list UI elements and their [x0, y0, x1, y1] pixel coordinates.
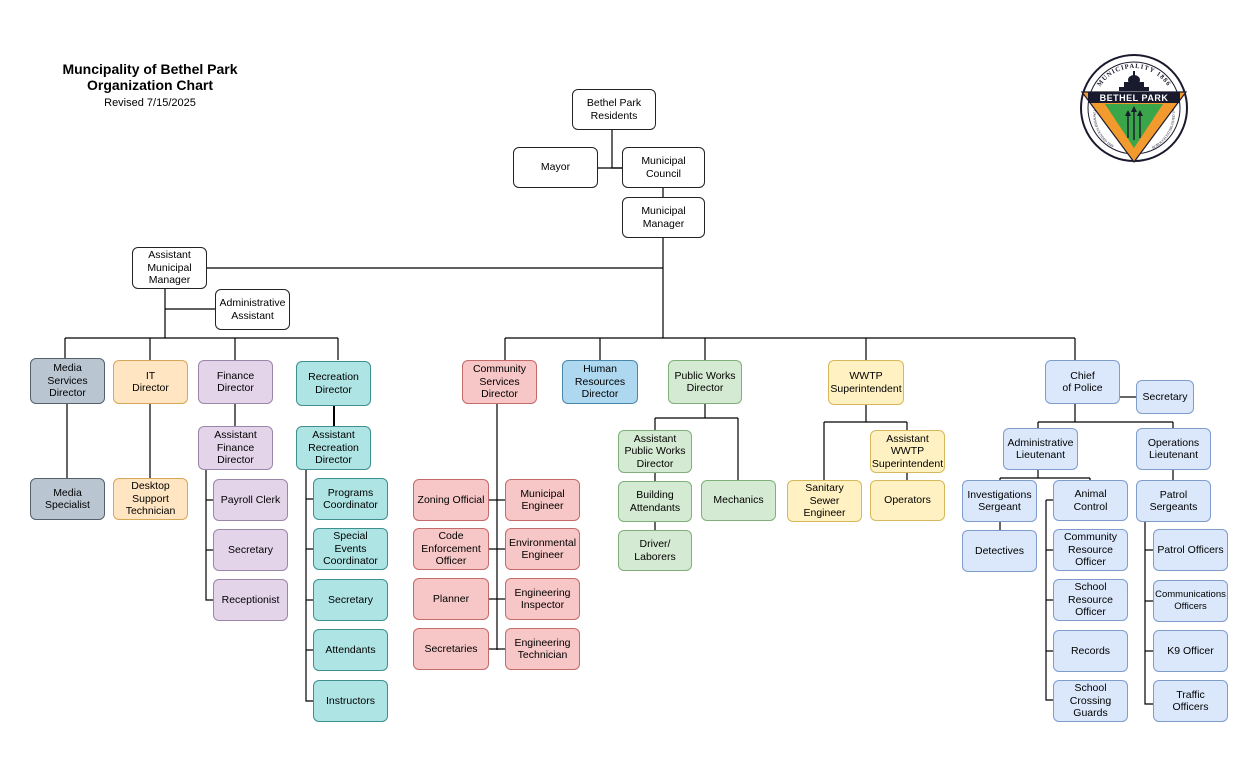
box-mayor: Mayor — [513, 147, 598, 188]
box-records: Records — [1053, 630, 1128, 672]
box-desktop-support: Desktop Support Technician — [113, 478, 188, 520]
box-k9-officer: K9 Officer — [1153, 630, 1228, 672]
box-residents: Bethel Park Residents — [572, 89, 656, 130]
box-community-services: Community Services Director — [462, 360, 537, 404]
box-code-enforcement: Code Enforcement Officer — [413, 528, 489, 570]
box-animal-control: Animal Control — [1053, 480, 1128, 521]
box-receptionist: Receptionist — [213, 579, 288, 621]
box-engineering-technician: Engineering Technician — [505, 628, 580, 670]
box-wwtp-superintendent: WWTP Superintendent — [828, 360, 904, 405]
arrows-icon — [1127, 110, 1141, 140]
box-admin-lieutenant: Administrative Lieutenant — [1003, 428, 1078, 470]
box-programs-coordinator: Programs Coordinator — [313, 478, 388, 520]
box-media-specialist: Media Specialist — [30, 478, 105, 520]
box-finance-director: Finance Director — [198, 360, 273, 404]
box-building-attendants: Building Attendants — [618, 481, 692, 522]
box-traffic-officers: Traffic Officers — [1153, 680, 1228, 722]
box-asst-public-works: Assistant Public Works Director — [618, 430, 692, 473]
box-payroll-clerk: Payroll Clerk — [213, 479, 288, 521]
capitol-icon — [1119, 71, 1149, 91]
box-asst-wwtp: Assistant WWTP Superintendent — [870, 430, 945, 473]
box-special-events: Special Events Coordinator — [313, 528, 388, 570]
box-attendants: Attendants — [313, 629, 388, 671]
box-planner: Planner — [413, 578, 489, 620]
line-fin-trunk — [205, 470, 213, 601]
box-recreation-secretary: Secretary — [313, 579, 388, 621]
box-admin-asst: Administrative Assistant — [215, 289, 290, 330]
box-communications-officers: Communications Officers — [1153, 580, 1228, 622]
box-school-resource-officer: School Resource Officer — [1053, 579, 1128, 621]
box-zoning-official: Zoning Official — [413, 479, 489, 521]
box-council: Municipal Council — [622, 147, 705, 188]
box-public-works-director: Public Works Director — [668, 360, 742, 404]
box-chief-of-police: Chief of Police — [1045, 360, 1120, 404]
box-investigations-sergeant: Investigations Sergeant — [962, 480, 1037, 522]
box-manager: Municipal Manager — [622, 197, 705, 238]
box-patrol-sergeants: Patrol Sergeants — [1136, 480, 1211, 522]
box-environmental-engineer: Environmental Engineer — [505, 528, 580, 570]
box-media-director: Media Services Director — [30, 358, 105, 404]
title-line-2: Organization Chart — [86, 77, 213, 93]
line-patrol-trunk — [1144, 522, 1153, 705]
chart-title: Muncipality of Bethel Park Organization … — [40, 61, 260, 93]
title-line-1: Muncipality of Bethel Park — [62, 61, 238, 77]
box-community-resource-officer: Community Resource Officer — [1053, 529, 1128, 571]
seal-band-text: BETHEL PARK — [1100, 93, 1169, 103]
box-municipal-engineer: Municipal Engineer — [505, 479, 580, 521]
box-mechanics: Mechanics — [701, 480, 776, 521]
box-asst-recreation: Assistant Recreation Director — [296, 426, 371, 470]
box-sanitary-sewer: Sanitary Sewer Engineer — [787, 480, 862, 522]
box-asst-manager: Assistant Municipal Manager — [132, 247, 207, 289]
line-rec-trunk — [305, 470, 313, 702]
box-detectives: Detectives — [962, 530, 1037, 572]
box-engineering-inspector: Engineering Inspector — [505, 578, 580, 620]
box-operators: Operators — [870, 480, 945, 521]
box-police-secretary: Secretary — [1136, 380, 1194, 414]
box-secretaries: Secretaries — [413, 628, 489, 670]
revised-date: Revised 7/15/2025 — [104, 97, 196, 109]
line-residents-council — [611, 130, 622, 169]
box-patrol-officers: Patrol Officers — [1153, 529, 1228, 571]
box-asst-finance: Assistant Finance Director — [198, 426, 273, 470]
box-driver-laborers: Driver/ Laborers — [618, 530, 692, 571]
box-school-crossing-guards: School Crossing Guards — [1053, 680, 1128, 722]
line-animal-trunk — [1045, 500, 1053, 701]
box-finance-secretary: Secretary — [213, 529, 288, 571]
box-instructors: Instructors — [313, 680, 388, 722]
bethel-park-seal: MUNICIPALITY 1886 TOWNSHIP FOUNDED 1849 … — [1080, 54, 1188, 164]
box-human-resources: Human Resources Director — [562, 360, 638, 404]
box-it-director: IT Director — [113, 360, 188, 404]
box-operations-lieutenant: Operations Lieutenant — [1136, 428, 1211, 470]
box-recreation-director: Recreation Director — [296, 361, 371, 406]
